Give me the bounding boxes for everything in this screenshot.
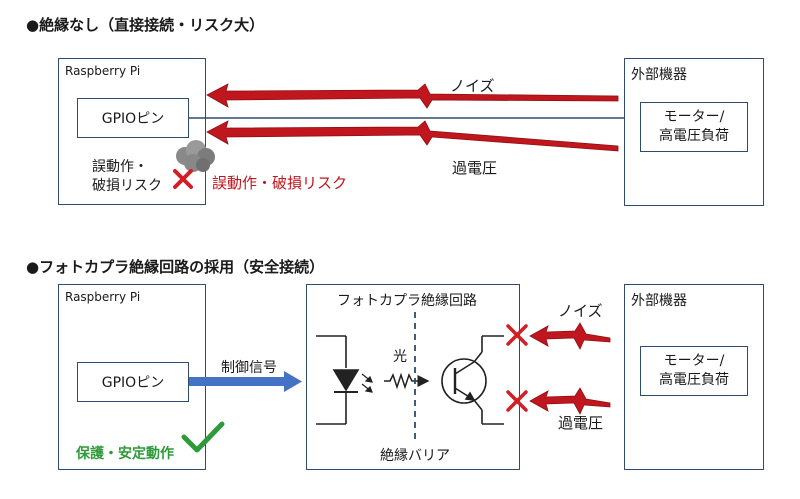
blocked-noise-cross-icon (506, 324, 528, 346)
risk-label: 誤動作・破損リスク (212, 174, 348, 192)
check-icon (181, 421, 225, 453)
danger-cross-icon (173, 169, 193, 189)
damage-line1: 誤動作・ (92, 159, 148, 175)
overvoltage-lightning-arrow-bottom (529, 387, 611, 415)
external-device-title: 外部機器 (631, 67, 687, 83)
gpio-pin-box-bottom: GPIOピン (77, 362, 189, 402)
photocoupler-title: フォトカプラ絶縁回路 (337, 293, 477, 309)
blocked-overvoltage-cross-icon (506, 390, 528, 412)
overvoltage-lightning-arrow-top (206, 120, 619, 152)
external-device-title-bottom: 外部機器 (631, 293, 687, 309)
raspberry-pi-title-bottom: Raspberry Pi (65, 290, 141, 304)
resistor-symbol (384, 372, 418, 390)
noise-lightning-arrow-bottom (529, 322, 611, 350)
light-emission-arrows (361, 373, 373, 393)
load-line2: 高電圧負荷 (659, 128, 729, 144)
barrier-label: 絶縁バリア (380, 448, 450, 464)
noise-lightning-arrow-top (206, 83, 619, 109)
load-line1: モーター/ (663, 109, 725, 125)
noise-label-top: ノイズ (450, 77, 495, 95)
smoke-cloud-icon (176, 140, 215, 172)
load-box-top: モーター/ 高電圧負荷 (640, 102, 748, 152)
load-line1-bottom: モーター/ (663, 353, 725, 369)
phototransistor-symbol (441, 335, 504, 425)
noise-label-bottom: ノイズ (558, 302, 603, 320)
damage-line2: 破損リスク (92, 178, 162, 194)
section1-heading: ●絶縁なし（直接接続・リスク大） (26, 16, 265, 34)
overvoltage-label-bottom: 過電圧 (558, 414, 604, 432)
control-signal-arrow (189, 371, 302, 392)
raspberry-pi-title: Raspberry Pi (65, 64, 141, 78)
light-label: 光 (393, 349, 407, 365)
load-line2-bottom: 高電圧負荷 (659, 372, 729, 388)
gpio-pin-box-top: GPIOピン (77, 98, 189, 138)
section2-heading: ●フォトカプラ絶縁回路の採用（安全接続） (26, 258, 325, 276)
load-box-bottom: モーター/ 高電圧負荷 (640, 346, 748, 396)
control-signal-label: 制御信号 (221, 360, 277, 376)
damage-text: 誤動作・ 破損リスク (92, 158, 162, 196)
overvoltage-label-top: 過電圧 (452, 159, 498, 177)
led-symbol (316, 335, 360, 425)
safe-operation-label: 保護・安定動作 (76, 446, 174, 462)
